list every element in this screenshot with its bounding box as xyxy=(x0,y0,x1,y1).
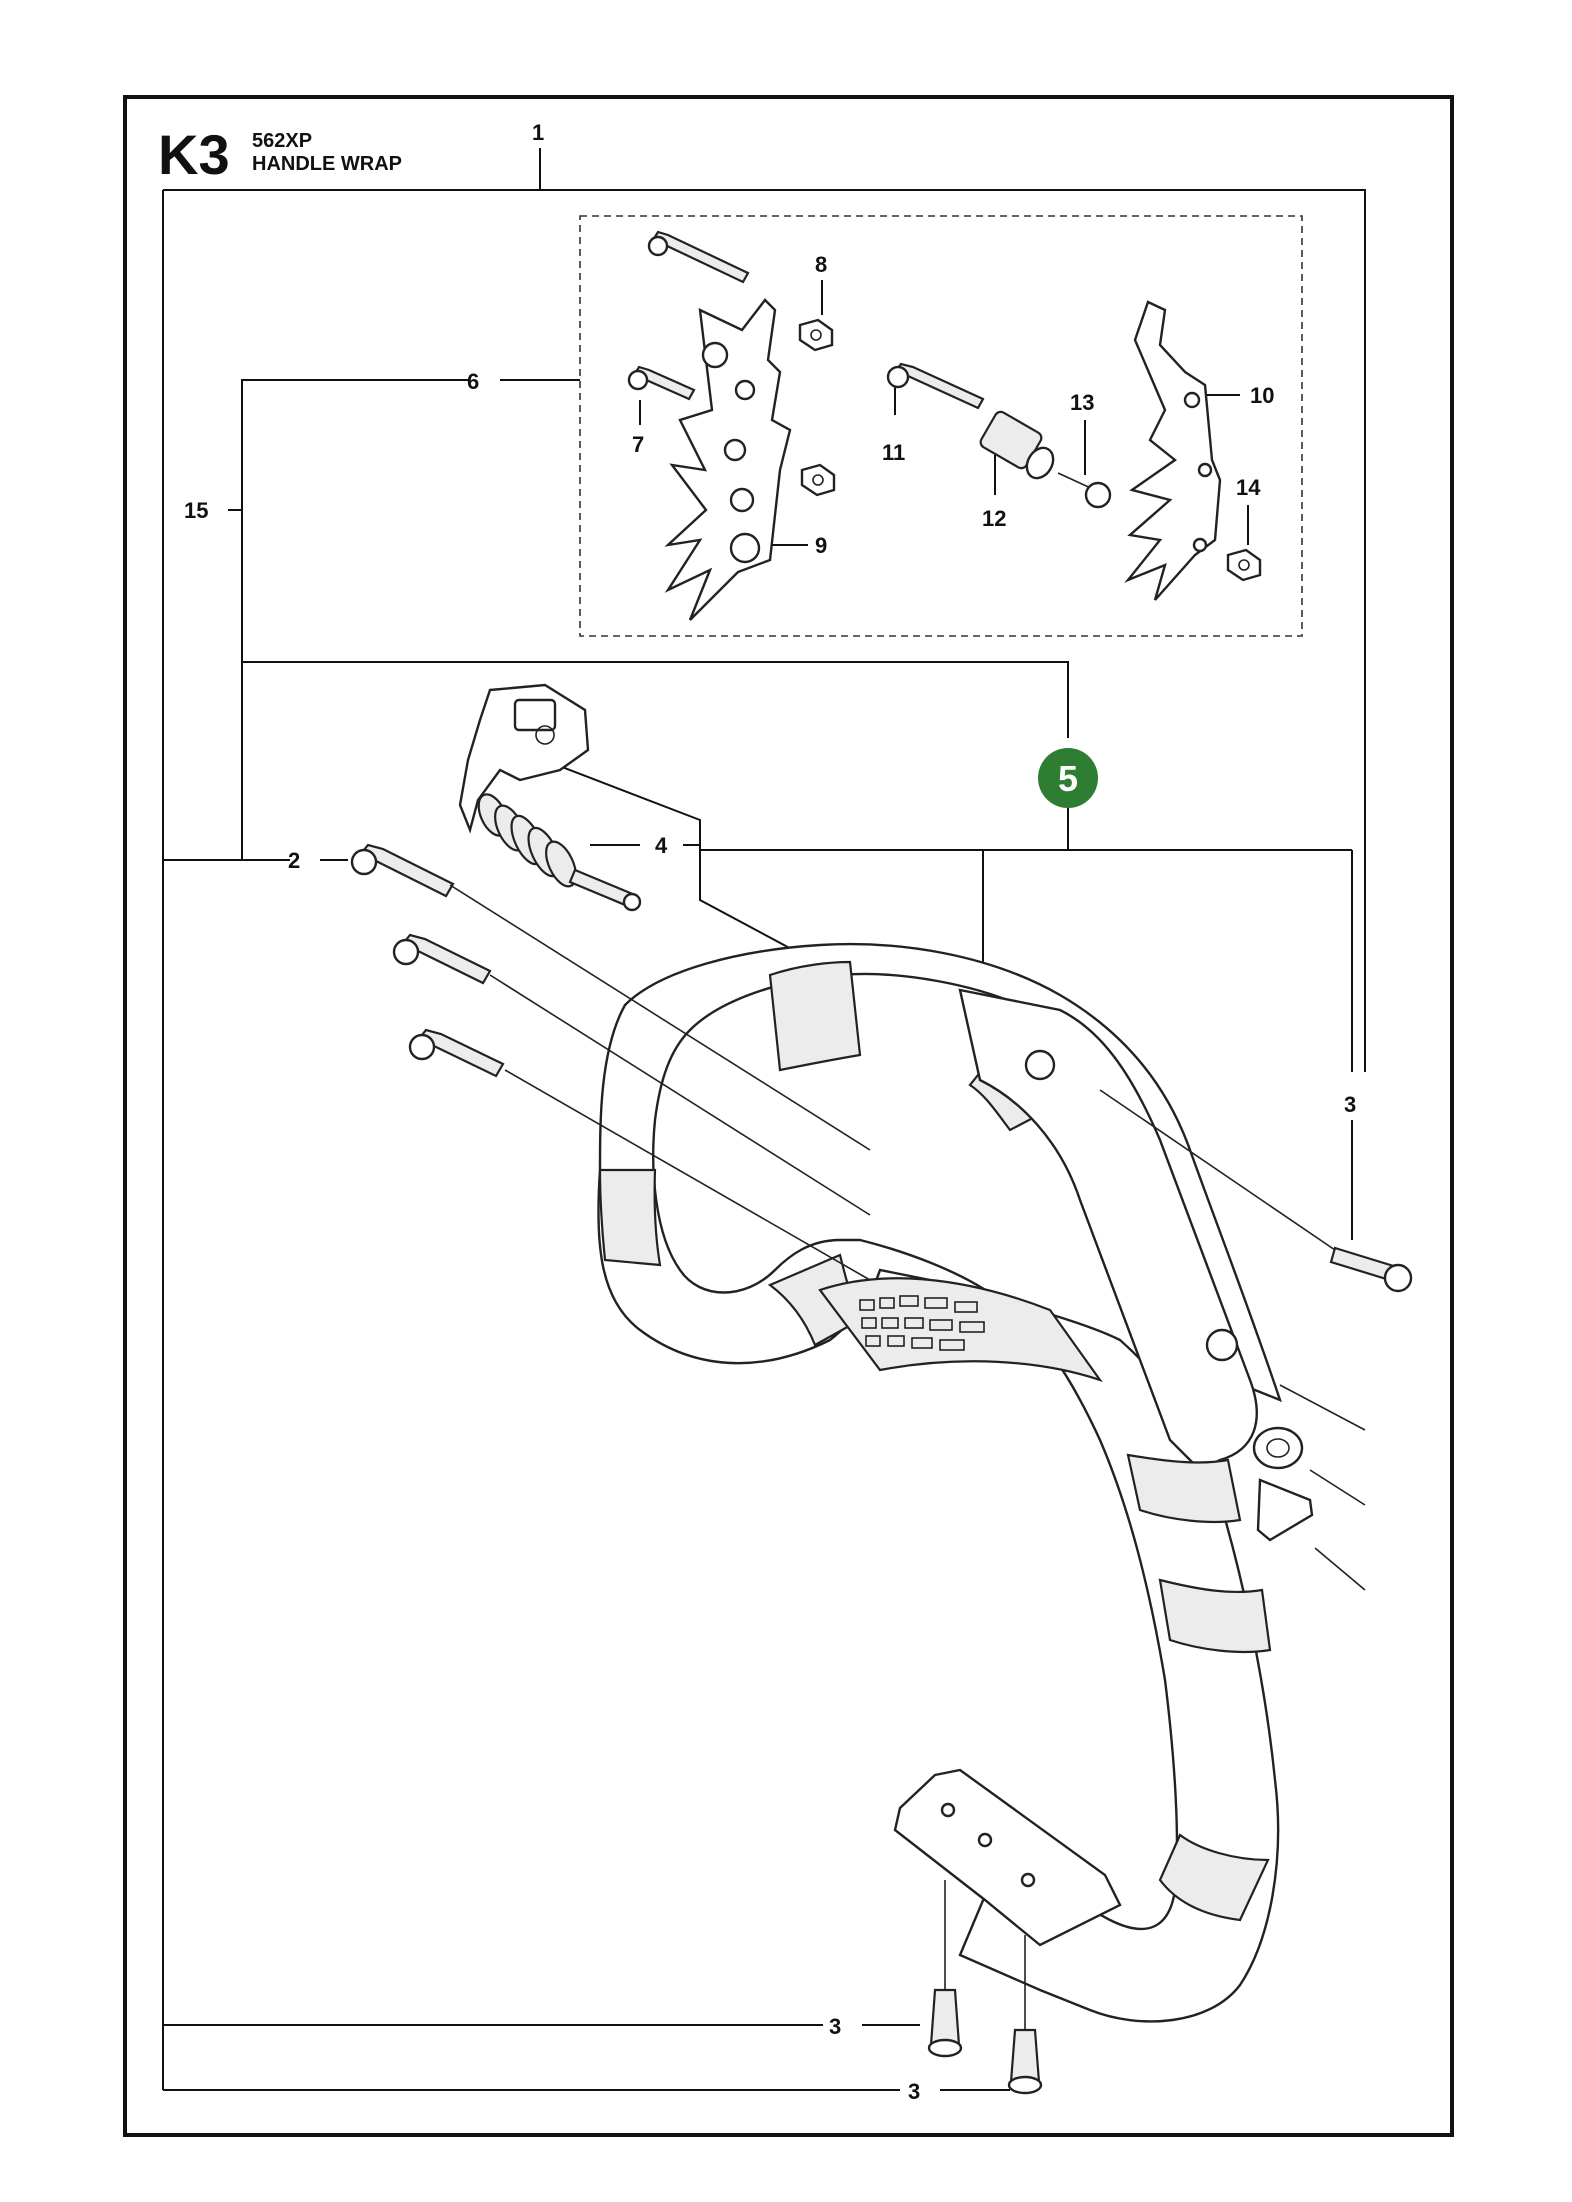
callout-5: 5 xyxy=(1058,758,1078,799)
section-code: K3 xyxy=(158,123,230,186)
callout-6: 6 xyxy=(467,369,479,394)
callout-12: 12 xyxy=(982,506,1006,531)
spike-hardware xyxy=(886,362,1112,509)
model-name: 562XP xyxy=(252,130,312,152)
spring-coils xyxy=(477,793,577,888)
screws-2 xyxy=(350,843,871,1281)
callouts: 1 2 3 3 3 4 5 6 7 8 9 10 11 12 13 14 15 xyxy=(184,120,1356,2104)
callout-9: 9 xyxy=(815,533,827,558)
leader-lines xyxy=(162,148,1366,2091)
callout-7: 7 xyxy=(632,432,644,457)
spike-kit-inset xyxy=(579,215,1303,637)
callout-15: 15 xyxy=(184,498,208,523)
callout-11: 11 xyxy=(882,440,905,465)
callout-3-right: 3 xyxy=(1344,1092,1356,1117)
av-spring xyxy=(458,683,642,912)
callout-2: 2 xyxy=(288,848,300,873)
front-handle xyxy=(597,942,1366,2023)
page-border xyxy=(123,95,1454,2137)
bumper-spike-right xyxy=(1124,300,1262,601)
callout-1: 1 xyxy=(532,120,544,145)
callout-10: 10 xyxy=(1250,383,1274,408)
highlight-badge xyxy=(1038,748,1098,808)
callout-14: 14 xyxy=(1236,475,1261,500)
callout-4: 4 xyxy=(655,833,668,858)
callout-3-bottom: 3 xyxy=(908,2079,920,2104)
callout-8: 8 xyxy=(815,252,827,277)
screws-3 xyxy=(927,1089,1413,2095)
callout-3-lower: 3 xyxy=(829,2014,841,2039)
page-title: HANDLE WRAP xyxy=(252,153,402,175)
callout-13: 13 xyxy=(1070,390,1094,415)
bumper-spike-left xyxy=(627,230,836,621)
grip-texture xyxy=(859,1295,985,1351)
